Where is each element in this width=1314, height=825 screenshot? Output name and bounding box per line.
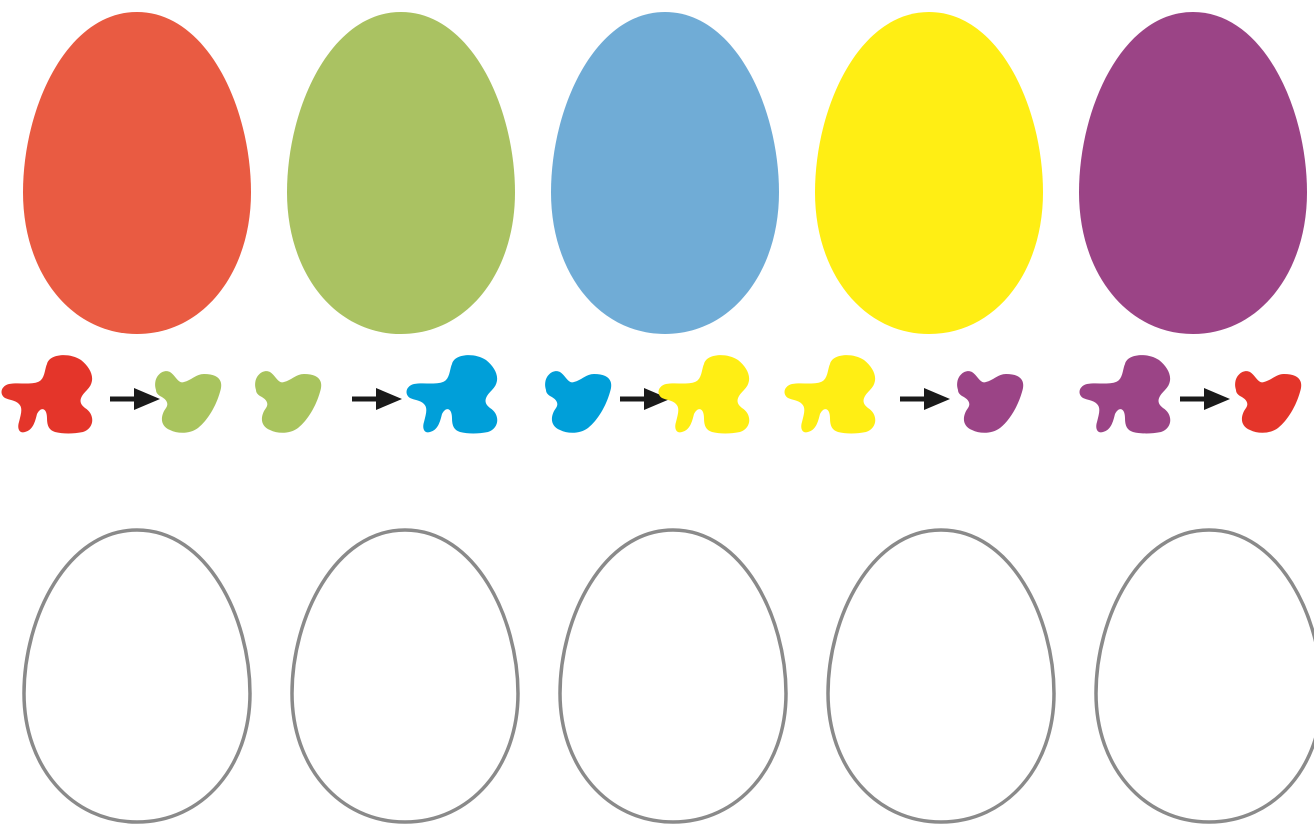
pattern-pair-4 — [785, 355, 1024, 433]
purple-heart-blob — [957, 371, 1023, 433]
blue-cross-blob — [407, 355, 498, 433]
green-heart-blob — [255, 371, 321, 433]
outline-eggs-row — [24, 530, 1314, 822]
arrow-right-icon — [110, 388, 160, 410]
colored-eggs-row — [23, 12, 1307, 334]
colored-egg-green — [287, 12, 515, 334]
pattern-pair-3 — [545, 355, 749, 433]
yellow-cross-blob — [785, 355, 876, 433]
green-heart-blob — [155, 371, 221, 433]
colored-egg-purple — [1079, 12, 1307, 334]
red-cross-blob — [2, 355, 93, 433]
pattern-pair-1 — [2, 355, 222, 433]
colored-egg-yellow — [815, 12, 1043, 334]
blue-heart-blob — [545, 371, 611, 433]
red-heart-blob — [1235, 371, 1301, 433]
outline-egg-2 — [292, 530, 518, 822]
purple-cross-blob — [1080, 355, 1171, 433]
colored-egg-red — [23, 12, 251, 334]
pattern-pairs-row — [2, 355, 1302, 433]
pattern-pair-5 — [1080, 355, 1302, 433]
arrow-right-icon — [900, 388, 950, 410]
pattern-pair-2 — [255, 355, 497, 433]
arrow-right-icon — [1180, 388, 1230, 410]
arrow-right-icon — [352, 388, 402, 410]
outline-egg-5 — [1096, 530, 1314, 822]
colored-egg-blue — [551, 12, 779, 334]
outline-egg-4 — [828, 530, 1054, 822]
outline-egg-1 — [24, 530, 250, 822]
outline-egg-3 — [560, 530, 786, 822]
yellow-cross-blob — [659, 355, 750, 433]
